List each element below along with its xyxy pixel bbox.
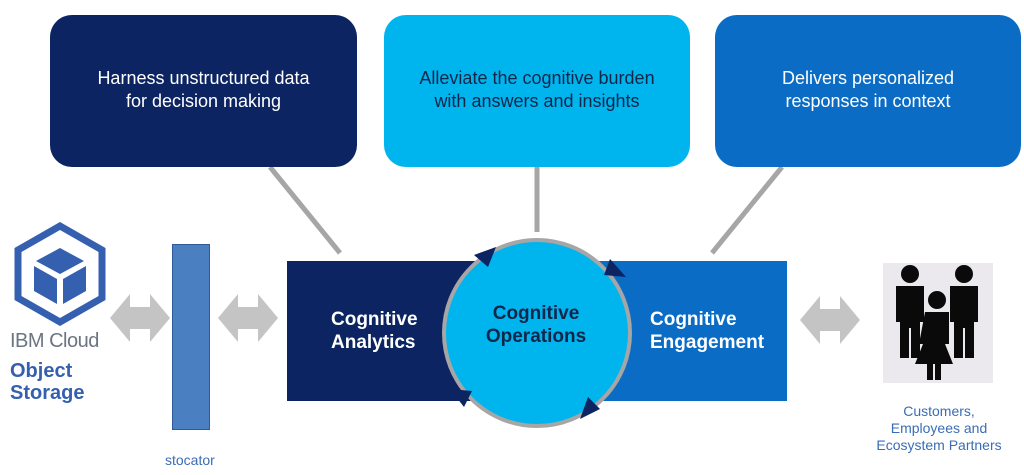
stocator-label: stocator xyxy=(165,452,215,468)
callout-alleviate-burden: Alleviate the cognitive burden with answ… xyxy=(384,15,690,167)
connector-right xyxy=(710,165,784,255)
object-storage-label: Object Storage xyxy=(10,360,85,404)
audience-label: Customers, Employees and Ecosystem Partn… xyxy=(876,403,1002,453)
cognitive-operations-label: Cognitive Operations xyxy=(485,303,587,347)
cycle-arrowhead-icon xyxy=(450,389,472,407)
ibm-cloud-brand: IBM Cloud xyxy=(10,330,99,352)
callout-alleviate-burden-text: Alleviate the cognitive burden with answ… xyxy=(419,68,655,111)
cycle-arrowhead-icon xyxy=(474,247,496,267)
people-group-icon xyxy=(896,265,978,380)
callout-personalized-responses: Delivers personalized responses in conte… xyxy=(715,15,1021,167)
callout-harness-data-text: Harness unstructured data for decision m… xyxy=(97,68,310,111)
callout-harness-data: Harness unstructured data for decision m… xyxy=(50,15,357,167)
cycle-arrowhead-icon xyxy=(604,259,626,277)
stocator-bar xyxy=(172,244,210,430)
cycle-arrowhead-icon xyxy=(580,397,600,419)
ibm-cloud-cube-icon xyxy=(14,222,106,326)
cognitive-engagement-label: Cognitive Engagement xyxy=(650,309,765,353)
cognitive-operations-circle xyxy=(442,238,632,428)
double-arrow-icon xyxy=(800,296,860,344)
double-arrow-icon xyxy=(218,294,278,342)
double-arrow-icon xyxy=(110,294,170,342)
callout-personalized-responses-text: Delivers personalized responses in conte… xyxy=(781,68,955,111)
connector-left xyxy=(268,165,342,255)
cognitive-analytics-label: Cognitive Analytics xyxy=(331,309,418,353)
